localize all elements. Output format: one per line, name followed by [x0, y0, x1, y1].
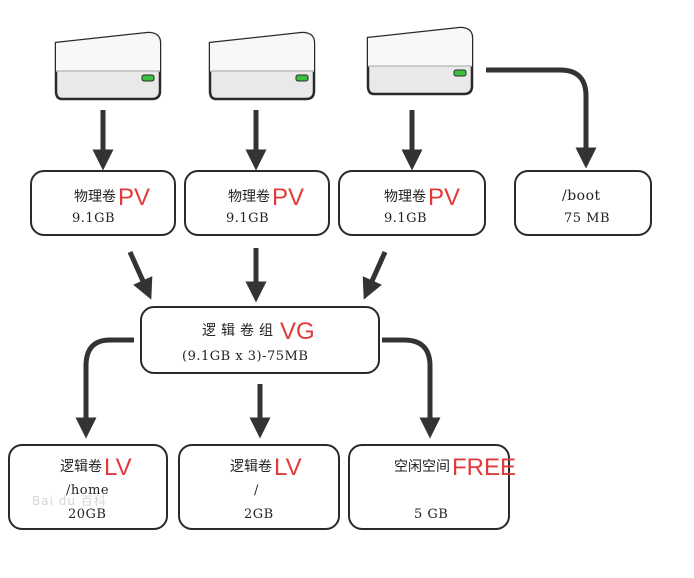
- free-label: 空闲空间: [394, 459, 450, 475]
- lv-tag: LV: [274, 454, 302, 481]
- pv-tag: PV: [118, 184, 151, 211]
- lv-label: 逻辑卷: [230, 459, 272, 475]
- lv-box-home: 逻辑卷LV /home 20GB: [8, 444, 168, 530]
- vg-detail: (9.1GB x 3)-75MB: [182, 349, 309, 364]
- free-size: 5 GB: [414, 507, 449, 522]
- boot-label: /boot: [562, 188, 601, 204]
- pv-size: 9.1GB: [384, 211, 428, 226]
- pv-box-1: 物理卷PV 9.1GB: [30, 170, 176, 236]
- watermark: Bai du 百科: [32, 494, 107, 508]
- pv-size: 9.1GB: [72, 211, 116, 226]
- pv-label: 物理卷: [384, 189, 426, 205]
- lv-tag: LV: [104, 454, 132, 481]
- pv-label: 物理卷: [228, 189, 270, 205]
- pv-size: 9.1GB: [226, 211, 270, 226]
- boot-partition-box: /boot 75 MB: [514, 170, 652, 236]
- vg-tag: VG: [280, 318, 315, 345]
- arrow-disk3-boot: [486, 67, 597, 169]
- arrow-vg-lv-home: [75, 337, 134, 439]
- lv-size: 2GB: [244, 507, 274, 522]
- hard-disk-icon: [366, 26, 474, 96]
- pv-box-3: 物理卷PV 9.1GB: [338, 170, 486, 236]
- free-tag: FREE: [452, 454, 517, 481]
- lv-label: 逻辑卷: [60, 459, 102, 475]
- lv-mount: /: [254, 483, 259, 498]
- lv-size: 20GB: [68, 507, 107, 522]
- arrow-pv3-vg: [362, 250, 388, 300]
- arrow-pv1-vg: [127, 250, 153, 300]
- hard-disk-icon: [54, 31, 162, 101]
- lv-box-root: 逻辑卷LV / 2GB: [178, 444, 340, 530]
- lv-mount: /home: [66, 483, 110, 498]
- pv-tag: PV: [428, 184, 461, 211]
- volume-group-box: 逻辑卷组VG (9.1GB x 3)-75MB: [140, 306, 380, 374]
- arrow-vg-free: [382, 337, 441, 439]
- pv-tag: PV: [272, 184, 305, 211]
- vg-label: 逻辑卷组: [202, 323, 278, 339]
- pv-box-2: 物理卷PV 9.1GB: [184, 170, 330, 236]
- boot-size: 75 MB: [564, 211, 611, 226]
- free-space-box: 空闲空间FREE 5 GB: [348, 444, 516, 530]
- pv-label: 物理卷: [74, 189, 116, 205]
- hard-disk-icon: [208, 31, 316, 101]
